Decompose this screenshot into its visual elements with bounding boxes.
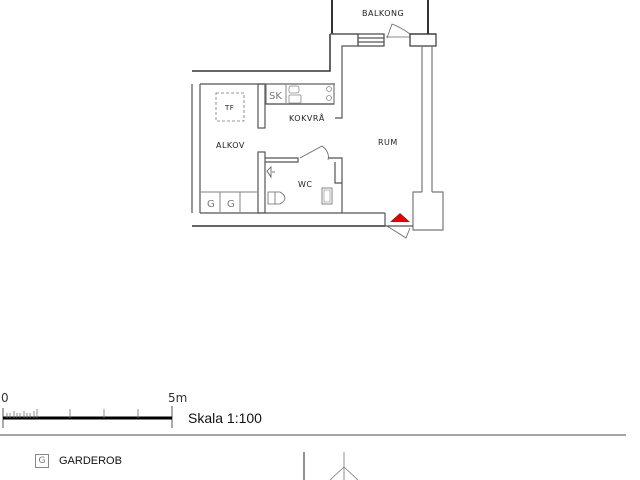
legend-wardrobe-label: GARDEROB [59,455,122,467]
scale-label: Skala 1:100 [188,410,262,426]
label-tf: TF [224,104,234,112]
label-wardrobe-1: G [207,199,215,210]
room-label-alkov: ALKOV [216,141,245,150]
label-sk: SK [269,91,282,102]
room-label-kokvra: KOKVRÅ [289,112,325,123]
legend-wardrobe-symbol: G [35,454,49,468]
room-label-rum: RUM [378,138,398,147]
room-label-balkong: BALKONG [362,9,404,18]
scale-bar: 0 5m [1,391,187,428]
scale-start-label: 0 [1,391,9,405]
entrance-marker-icon [390,213,410,222]
north-arrow-icon [303,452,359,480]
room-label-wc: WC [298,180,313,189]
label-wardrobe-2: G [227,199,235,210]
scale-end-label: 5m [168,391,187,405]
